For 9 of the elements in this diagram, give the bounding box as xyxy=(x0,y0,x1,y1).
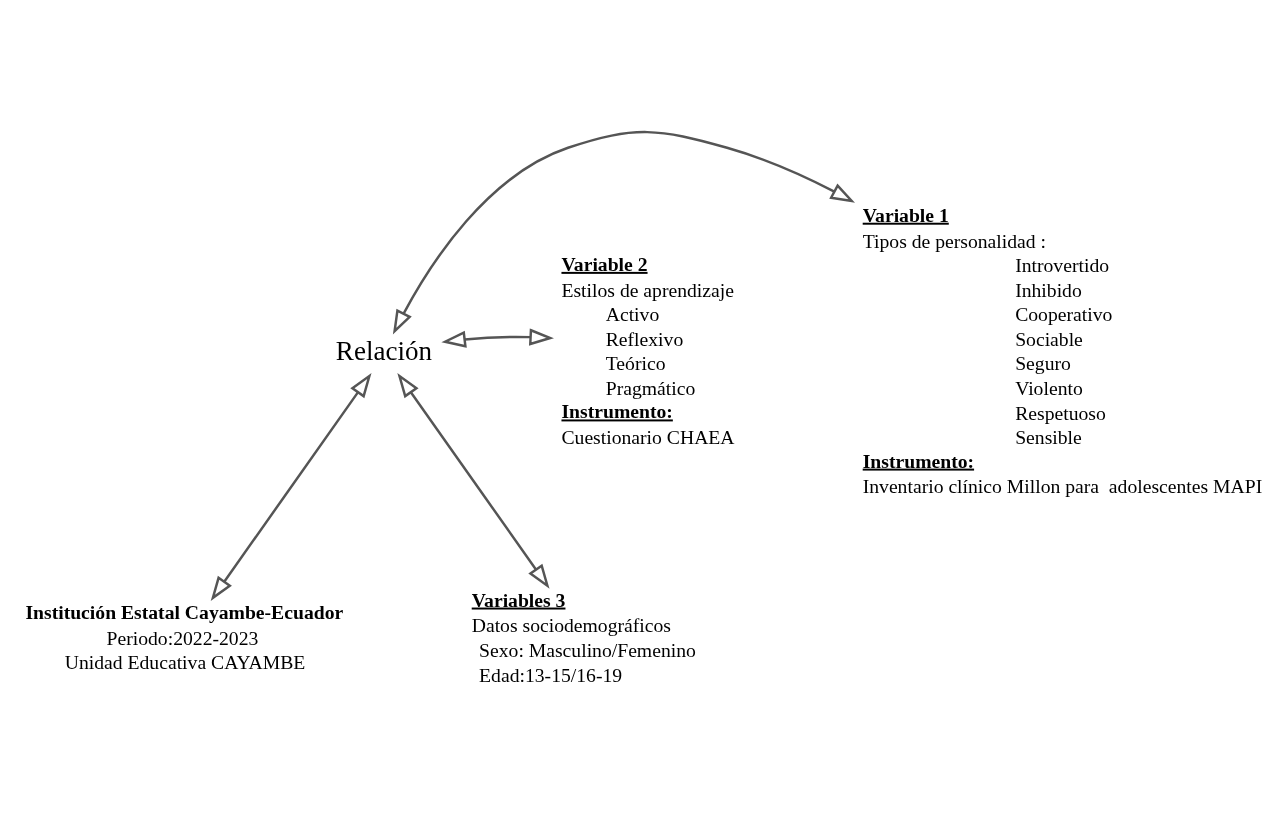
node-text: Variable 2 Estilos de aprendizaje Activo Reflexivo Teórico Pragmático Instrumento: Cuestionario CHAEA xyxy=(561,252,735,449)
node-text: Institución Estatal Cayambe-Ecuador Periodo:2022-2023 Unidad Educativa CAYAMBE xyxy=(25,600,344,674)
node-text: Variables 3 Datos sociodemográficos Sexo: Masculino/Femenino Edad:13-15/16-19 xyxy=(471,588,696,686)
node-text: Variable 1 Tipos de personalidad : Introvertido Inhibido Cooperativo Sociable Seguro Violento Respetuoso Sensible Instrumento: Inventario clínico Millon para adolescentes MAPI xyxy=(862,203,1263,498)
arrow xyxy=(392,130,855,335)
node-text: Relación xyxy=(335,336,432,367)
arrow xyxy=(397,373,550,589)
arrow xyxy=(441,328,554,348)
arrow xyxy=(210,373,372,601)
